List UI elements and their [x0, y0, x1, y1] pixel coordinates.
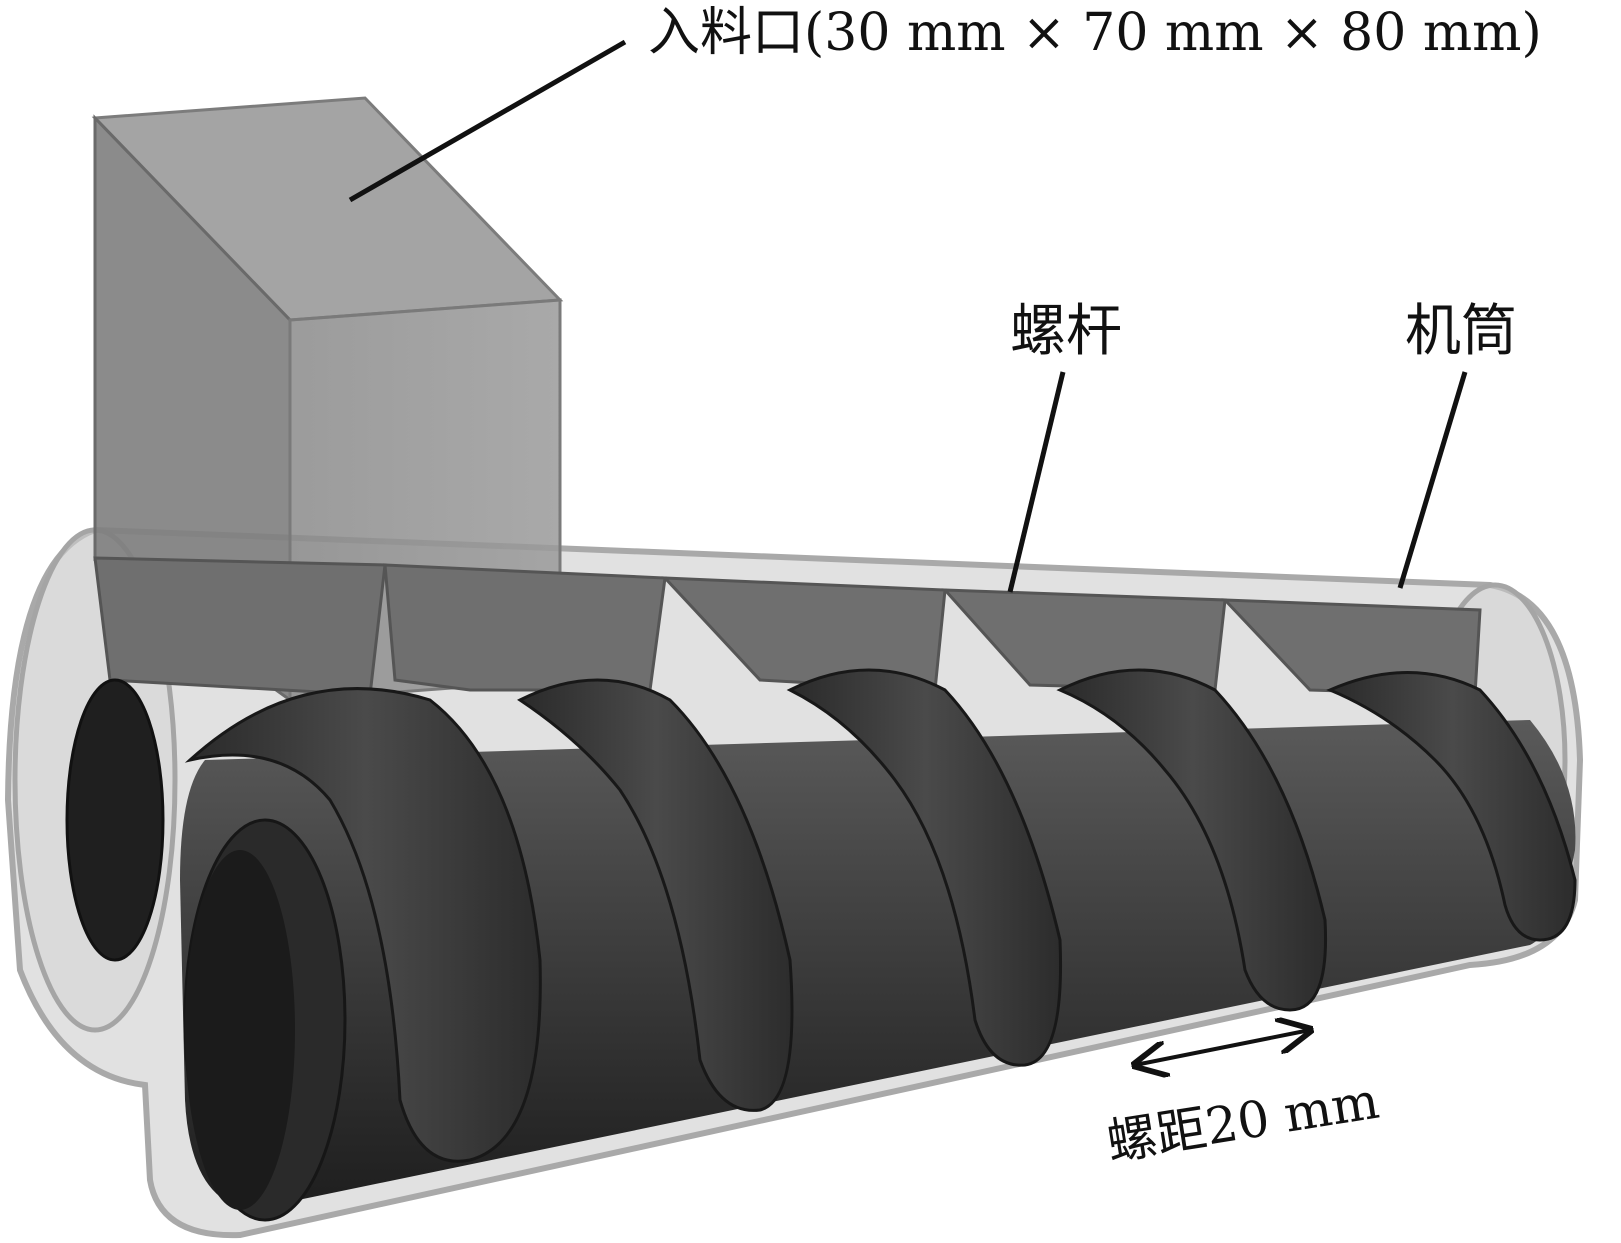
leader-lines — [348, 39, 1468, 593]
inlet-leader-line — [348, 39, 627, 203]
screw-leader-line — [1007, 371, 1066, 593]
screw-label: 螺杆 — [1010, 299, 1122, 364]
screw-flights — [184, 668, 1577, 1163]
pitch-dimension-arrow — [1135, 1030, 1310, 1065]
screw — [65, 668, 1577, 1222]
inlet-label: 入料口(30 mm × 70 mm × 80 mm) — [648, 3, 1542, 63]
upper-thread-ridges — [93, 556, 1482, 697]
pitch-label: 螺距20 mm — [1103, 1072, 1383, 1172]
barrel-leader-line — [1397, 371, 1468, 589]
barrel-label: 机筒 — [1405, 299, 1517, 364]
